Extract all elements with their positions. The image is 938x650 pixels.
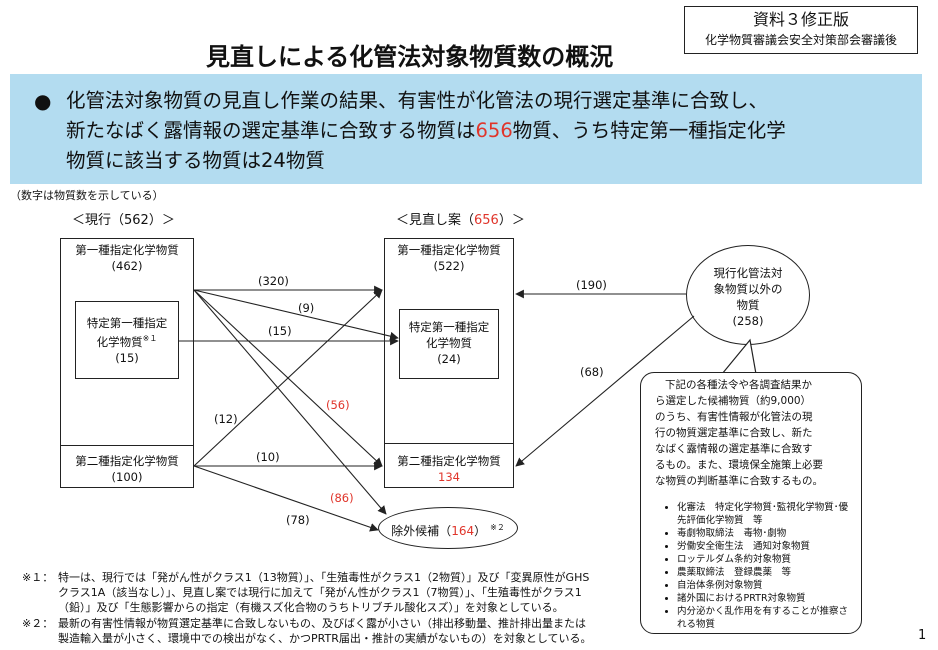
source-item: 自治体条例対象物質 [677, 579, 853, 592]
current-class1-label: 第一種指定化学物質 (462) [75, 243, 179, 273]
page-number: 1 [918, 628, 927, 643]
revised-header: ＜見直し案（656）＞ [396, 213, 525, 228]
flow-label-c1-r2: (56) [326, 398, 350, 412]
source-list: 化審法 特定化学物質･監視化学物質･優先評価化学物質 等 毒劇物取締法 毒物･劇… [655, 501, 853, 631]
source-item: 諸外国におけるPRTR対象物質 [677, 592, 853, 605]
flow-label-c1-ex: (86) [330, 491, 354, 505]
source-item: 化審法 特定化学物質･監視化学物質･優先評価化学物質 等 [677, 501, 853, 527]
current-divider [61, 445, 193, 446]
flow-other-to-r2 [515, 315, 695, 467]
source-item: 農薬取締法 登録農薬 等 [677, 566, 853, 579]
flow-label-c2-r1: (12) [214, 412, 238, 426]
note-1-mark: ※１ [142, 334, 158, 343]
current-header: ＜現行（562）＞ [72, 213, 175, 228]
summary-banner: ● 化管法対象物質の見直し作業の結果、有害性が化管法の現行選定基準に合致し、 新… [10, 74, 922, 184]
document-badge: 資料３修正版 化学物質審議会安全対策部会審議後 [684, 6, 918, 54]
flow-c1-to-ex [193, 289, 387, 515]
revised-substances-box: 第一種指定化学物質 (522) 特定第一種指定 化学物質 (24) 第二種指定化… [384, 238, 514, 488]
source-item: 内分泌かく乱作用を有することが推察される物質 [677, 605, 853, 631]
summary-line-1: 化管法対象物質の見直し作業の結果、有害性が化管法の現行選定基準に合致し、 [66, 89, 769, 112]
callout-description: 下記の各種法令や各調査結果か ら選定した候補物質（約9,000） のうち、有害性… [655, 379, 823, 487]
flow-label-other-r2: (68) [580, 365, 604, 379]
current-substances-box: 第一種指定化学物質 (462) 特定第一種指定 化学物質※１ (15) 第二種指… [60, 238, 194, 488]
summary-line-3: 物質に該当する物質は24物質 [66, 149, 325, 172]
footnote-2: ※２： 最新の有害性情報が物質選定基準に合致しないもの、及びばく露が小さい（排出… [22, 617, 592, 645]
summary-text: 化管法対象物質の見直し作業の結果、有害性が化管法の現行選定基準に合致し、 新たな… [66, 86, 786, 176]
source-item: 毒劇物取締法 毒物･劇物 [677, 527, 853, 540]
count-note: （数字は物質数を示している） [10, 189, 164, 202]
other-substances-ellipse: 現行化管法対 象物質以外の 物質 (258) [686, 245, 810, 345]
source-item: ロッテルダム条約対象物質 [677, 553, 853, 566]
total-count-highlight: 656 [475, 119, 513, 142]
flow-label-cs-rs: (15) [268, 324, 292, 338]
current-specific-box: 特定第一種指定 化学物質※１ (15) [75, 301, 179, 379]
revised-specific-box: 特定第一種指定 化学物質 (24) [399, 309, 499, 379]
callout-box: 下記の各種法令や各調査結果か ら選定した候補物質（約9,000） のうち、有害性… [640, 372, 862, 634]
summary-line-2: 新たなばく露情報の選定基準に合致する物質は656物質、うち特定第一種指定化学 [66, 119, 786, 142]
page-title: 見直しによる化管法対象物質数の概況 [206, 43, 614, 71]
footnote-1: ※１： 特一は、現行では「発がん性がクラス1（13物質）」、「生殖毒性がクラス1… [22, 571, 590, 614]
note-2-mark: ※２ [490, 523, 505, 532]
revised-divider [385, 443, 513, 444]
flow-label-c1-rs: (9) [298, 301, 315, 315]
flow-label-c2-r2: (10) [256, 450, 280, 464]
revised-class2-label: 第二種指定化学物質 134 [397, 454, 501, 484]
badge-title: 資料３修正版 [752, 10, 849, 29]
flow-label-c2-ex: (78) [286, 513, 310, 527]
flow-c2-to-ex [193, 465, 379, 532]
flow-label-other-r1: (190) [576, 278, 607, 292]
bullet-icon: ● [34, 89, 52, 113]
source-item: 労働安全衛生法 通知対象物質 [677, 540, 853, 553]
badge-subtitle: 化学物質審議会安全対策部会審議後 [704, 33, 897, 47]
flow-label-c1-r1: (320) [258, 274, 289, 288]
flow-c2-to-r1 [193, 289, 383, 467]
current-class2-label: 第二種指定化学物質 (100) [75, 454, 179, 484]
flow-c1-to-rs [193, 289, 399, 341]
revised-class1-label: 第一種指定化学物質 (522) [397, 243, 501, 273]
